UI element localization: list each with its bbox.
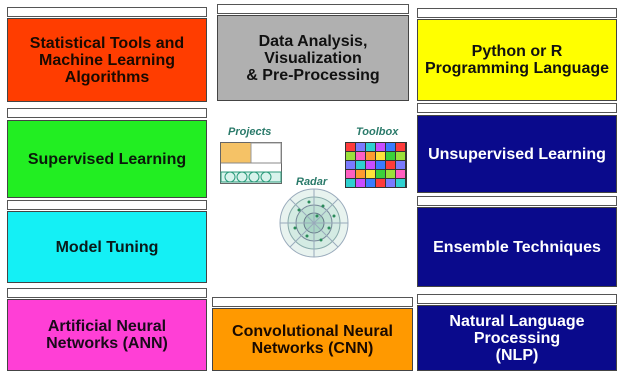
tab-strip [417,8,617,18]
tile-nlp[interactable]: Natural Language Processing (NLP) [417,305,617,371]
tile-model-tuning[interactable]: Model Tuning [7,211,207,283]
tile-label: Python or R Programming Language [424,43,610,77]
tile-label: Statistical Tools and Machine Learning A… [29,34,185,86]
tab-strip [417,196,617,206]
toolbox-cell [366,152,375,160]
tile-ensemble-techniques[interactable]: Ensemble Techniques [417,207,617,287]
tab-strip [7,200,207,210]
tile-label: Convolutional Neural Networks (CNN) [232,322,393,357]
tile-supervised-learning[interactable]: Supervised Learning [7,120,207,198]
tile-label: Supervised Learning [27,150,187,168]
tile-data-analysis[interactable]: Data Analysis, Visualization & Pre-Proce… [217,15,409,101]
toolbox-cell [356,179,365,187]
tile-ann[interactable]: Artificial Neural Networks (ANN) [7,299,207,371]
toolbox-cell [386,179,395,187]
projects-thumbnail-icon[interactable] [220,142,282,184]
toolbox-cell [396,152,405,160]
toolbox-cell [356,170,365,178]
toolbox-cell [376,170,385,178]
toolbox-cell [396,143,405,151]
toolbox-cell [366,161,375,169]
toolbox-cell [346,170,355,178]
toolbox-cell [346,143,355,151]
radar-chart-icon[interactable] [279,188,349,258]
tile-label: Ensemble Techniques [433,238,601,256]
toolbox-label: Toolbox [356,126,399,138]
tab-strip [7,288,207,298]
toolbox-cell [386,152,395,160]
toolbox-cell [396,179,405,187]
tile-label: Data Analysis, Visualization & Pre-Proce… [246,32,380,84]
tile-label: Natural Language Processing (NLP) [449,312,585,364]
tab-strip [417,103,617,113]
toolbox-cell [376,161,385,169]
toolbox-cell [346,179,355,187]
tile-statistical-tools[interactable]: Statistical Tools and Machine Learning A… [7,18,207,102]
tile-label: Artificial Neural Networks (ANN) [46,318,168,352]
tab-strip [217,4,409,14]
tile-python-r[interactable]: Python or R Programming Language [417,19,617,101]
toolbox-cell [366,179,375,187]
toolbox-cell [396,161,405,169]
toolbox-cell [396,170,405,178]
tile-cnn[interactable]: Convolutional Neural Networks (CNN) [212,308,413,371]
tab-strip [417,294,617,304]
toolbox-cell [346,161,355,169]
radar-label: Radar [296,176,328,188]
toolbox-cell [376,152,385,160]
toolbox-cell [386,170,395,178]
toolbox-cell [386,143,395,151]
toolbox-cell [376,179,385,187]
tile-label: Unsupervised Learning [428,145,606,163]
toolbox-grid-icon[interactable] [345,142,407,188]
toolbox-cell [386,161,395,169]
tab-strip [7,108,207,118]
toolbox-cell [366,143,375,151]
projects-label: Projects [228,126,272,138]
tile-unsupervised-learning[interactable]: Unsupervised Learning [417,115,617,193]
toolbox-cell [346,152,355,160]
tab-strip [7,7,207,17]
toolbox-cell [356,152,365,160]
toolbox-cell [366,170,375,178]
toolbox-cell [356,161,365,169]
toolbox-cell [376,143,385,151]
toolbox-cell [356,143,365,151]
tab-strip [212,297,413,307]
tile-label: Model Tuning [55,238,159,256]
